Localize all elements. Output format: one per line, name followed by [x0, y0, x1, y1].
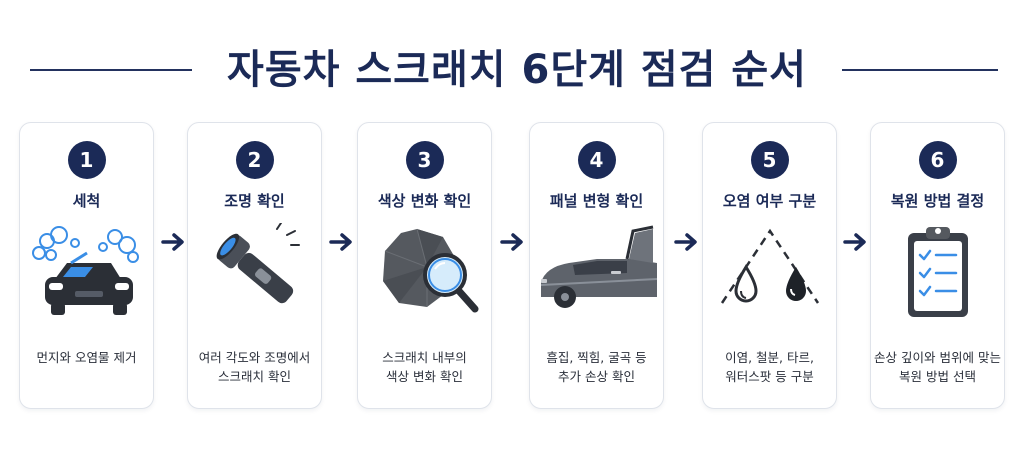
step-number: 6 — [918, 141, 957, 179]
step-description: 여러 각도와 조명에서 스크래치 확인 — [198, 350, 311, 384]
title-row: 자동차 스크래치 6단계 점검 순서 — [0, 40, 1024, 100]
step-title: 오염 여부 구분 — [722, 192, 817, 210]
step-card-1: 1 세척 먼지와 오염물 제거 — [19, 122, 154, 409]
title-divider-left — [30, 69, 192, 71]
step-number: 5 — [750, 141, 789, 179]
step-title: 조명 확인 — [224, 192, 285, 210]
arrow-right-icon — [500, 233, 523, 251]
magnifier-icon — [382, 228, 478, 313]
car-side-panel-icon — [540, 225, 657, 308]
car-washing-icon — [31, 226, 139, 315]
arrow-right-icon — [674, 233, 697, 251]
droplets-icon — [720, 228, 819, 304]
step-card-5: 5 오염 여부 구분 이염, 철분, 타르, 워터스팟 등 구분 — [702, 122, 837, 409]
step-title: 색상 변화 확인 — [377, 192, 472, 210]
step-card-4: 4 패널 변형 확인 흠집, 찍힘, 굴곡 등 추가 손상 확인 — [529, 122, 664, 409]
clipboard-checklist-icon — [907, 227, 968, 317]
step-title: 패널 변형 확인 — [549, 192, 644, 210]
step-title: 세척 — [72, 192, 101, 210]
step-title: 복원 방법 결정 — [890, 192, 985, 210]
arrow-right-icon — [843, 233, 866, 251]
title-divider-right — [842, 69, 998, 71]
flashlight-icon — [216, 223, 300, 304]
step-card-3: 3 색상 변화 확인 스크래치 내부의 색상 변화 확인 — [357, 122, 492, 409]
step-card-2: 2 조명 확인 여러 각도와 조명에서 스크래치 확인 — [187, 122, 322, 409]
step-description: 이염, 철분, 타르, 워터스팟 등 구분 — [725, 350, 814, 384]
step-number: 2 — [235, 141, 274, 179]
arrow-right-icon — [329, 233, 352, 251]
step-description: 손상 깊이와 범위에 맞는 복원 방법 선택 — [874, 350, 1001, 384]
step-number: 3 — [405, 141, 444, 179]
step-card-6: 6 복원 방법 결정 손상 깊이와 범위에 맞는 복원 방법 선택 — [870, 122, 1005, 409]
arrow-right-icon — [161, 233, 184, 251]
step-description: 먼지와 오염물 제거 — [36, 350, 137, 365]
page-title: 자동차 스크래치 6단계 점검 순서 — [227, 47, 807, 93]
step-description: 스크래치 내부의 색상 변화 확인 — [382, 350, 467, 384]
step-description: 흠집, 찍힘, 굴곡 등 추가 손상 확인 — [546, 350, 647, 384]
step-number: 4 — [577, 141, 616, 179]
step-number: 1 — [67, 141, 106, 179]
